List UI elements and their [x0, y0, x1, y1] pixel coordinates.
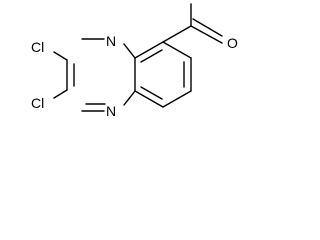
atom-label-cl-top: Cl: [31, 39, 44, 55]
bond-c8-c8a-inner: [140, 86, 163, 100]
bond-c7-c8: [162, 90, 192, 108]
bond-c3-cl: [53, 51, 68, 61]
bond-n4-c4a: [123, 43, 136, 59]
bond-carbonyl-oxygen: [190, 25, 223, 44]
bond-c4a-c5: [134, 41, 164, 59]
bond-c8a-n1: [123, 90, 136, 106]
bond-c2-cl: [53, 89, 68, 99]
atom-label-n-bottom: N: [106, 103, 116, 119]
chloro-bonds: [53, 51, 68, 99]
bond-carbonyl-oxygen-second: [192, 18, 223, 37]
benzene-ring: [134, 41, 192, 108]
pyrazine-ring: [66, 38, 136, 112]
atom-label-n-top: N: [106, 33, 116, 49]
bond-c8-c8a: [134, 90, 164, 108]
bond-c5-c6: [162, 41, 192, 59]
atom-label-o-carbonyl: O: [227, 35, 238, 51]
acetyl-group: [162, 3, 223, 44]
chemical-structure: Cl Cl N N O: [31, 3, 238, 119]
bond-c5-carbonyl: [162, 25, 192, 43]
bond-c4a-c5-inner: [140, 49, 163, 63]
atom-label-cl-bottom: Cl: [31, 95, 44, 111]
